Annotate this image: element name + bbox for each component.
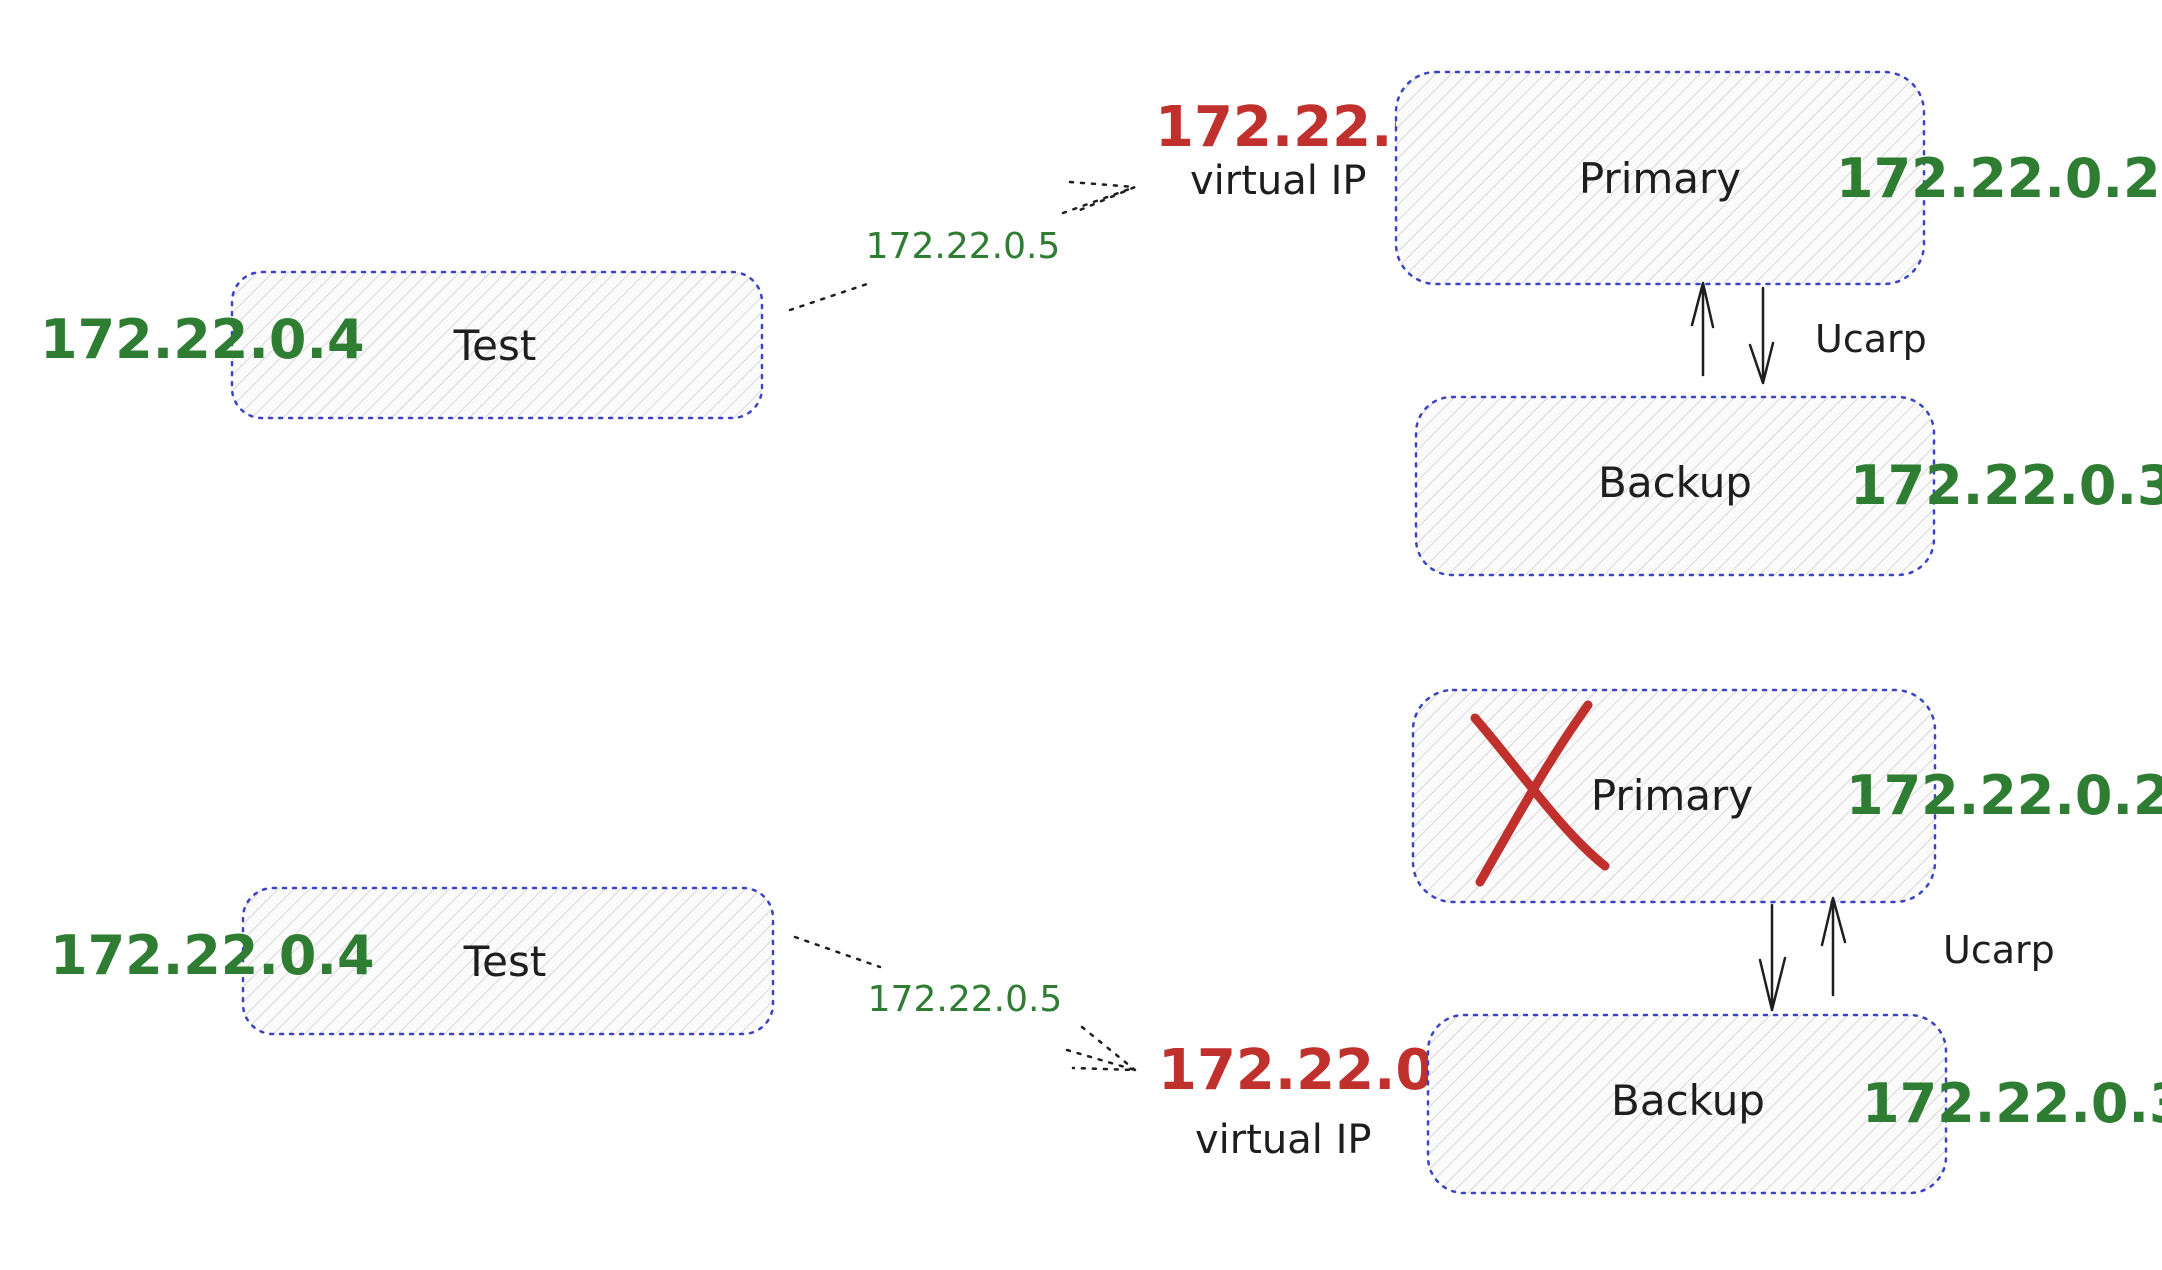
bottom-backup-ip: 172.22.0.3 [1862,1072,2162,1135]
bottom-primary-ip: 172.22.0.2 [1846,764,2162,827]
bottom-ucarp-arrows [1758,896,1847,1012]
top-test-node: Test [230,270,764,420]
bottom-arrow-up [1820,896,1847,997]
bottom-test-label: Test [463,937,547,986]
top-test-ip: 172.22.0.4 [40,308,365,371]
bottom-test-ip: 172.22.0.4 [50,924,375,987]
top-link [788,180,1137,312]
top-scenario: Test 172.22.0.4 172.22.0.5 172.22.0.5 vi… [40,70,2162,577]
bottom-virtual-ip-label: virtual IP [1195,1117,1372,1163]
top-virtual-ip-label: virtual IP [1190,158,1367,204]
top-arrow-up [1690,281,1715,377]
bottom-scenario: Test 172.22.0.4 172.22.0.5 172.22.0.5 vi… [50,688,2162,1195]
top-test-label: Test [453,321,537,370]
bottom-backup-label: Backup [1611,1076,1765,1125]
top-ucarp-arrows [1690,281,1775,385]
top-primary-label: Primary [1579,154,1741,203]
bottom-arrow-down [1758,903,1787,1012]
top-arrow-down [1748,286,1775,385]
top-ucarp-label: Ucarp [1815,317,1927,361]
top-primary-node: Primary [1394,70,1926,286]
top-backup-ip: 172.22.0.3 [1850,454,2162,517]
bottom-link [793,935,1137,1072]
top-backup-label: Backup [1598,458,1752,507]
top-primary-ip: 172.22.0.2 [1836,147,2161,210]
bottom-backup-node: Backup [1426,1013,1948,1195]
bottom-link-arrowhead [1065,1048,1136,1072]
bottom-test-node: Test [241,886,775,1036]
failure-x-icon [1470,700,1610,887]
bottom-primary-label: Primary [1591,771,1753,820]
bottom-link-ip-label: 172.22.0.5 [868,979,1063,1020]
bottom-ucarp-label: Ucarp [1943,928,2055,972]
top-link-arrowhead [1068,180,1136,212]
bottom-primary-node: Primary [1411,688,1937,904]
top-link-ip-label: 172.22.0.5 [866,226,1061,267]
top-backup-node: Backup [1414,395,1936,577]
